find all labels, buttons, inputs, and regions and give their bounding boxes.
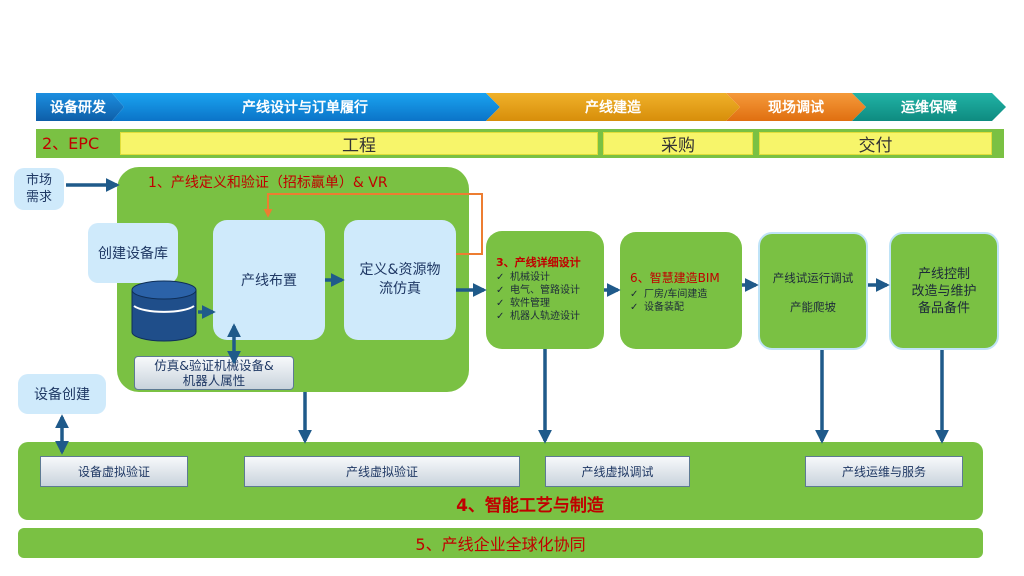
line-layout-box: 产线布置 (213, 220, 325, 340)
stage3-box: 3、产线详细设计 机械设计 电气、管路设计 软件管理 机器人轨迹设计 (486, 231, 604, 349)
virtual-device-validation: 设备虚拟验证 (40, 456, 188, 487)
simulation-box: 定义&资源物 流仿真 (344, 220, 456, 340)
epc-label: 2、EPC (42, 134, 100, 153)
phase-label-2: 产线设计与订单履行 (242, 100, 368, 116)
phase-label-4: 现场调试 (768, 100, 824, 116)
stage6-title: 6、智慧建造BIM (630, 271, 720, 285)
stage6-item: 设备装配 (628, 301, 742, 314)
phase-label-5: 运维保障 (901, 100, 957, 116)
phase-arrow-1 (36, 93, 124, 121)
phase-arrow-5 (852, 93, 1006, 121)
trial-run-box: 产线试运行调试 产能爬坡 (758, 232, 868, 350)
stage6-list: 厂房/车间建造 设备装配 (628, 288, 742, 314)
stage4-title: 4、智能工艺与制造 (456, 495, 604, 516)
stage3-item: 机器人轨迹设计 (494, 310, 604, 323)
stage3-item: 机械设计 (494, 271, 604, 284)
stage1-title: 1、产线定义和验证（招标赢单）& VR (148, 175, 388, 191)
market-demand: 市场 需求 (14, 168, 64, 210)
stage3-item: 软件管理 (494, 297, 604, 310)
stage3-list: 机械设计 电气、管路设计 软件管理 机器人轨迹设计 (494, 271, 604, 323)
stage3-item: 电气、管路设计 (494, 284, 604, 297)
epc-delivery: 交付 (759, 132, 992, 156)
stage3-title: 3、产线详细设计 (496, 256, 581, 269)
stage6-box: 6、智慧建造BIM 厂房/车间建造 设备装配 (620, 232, 742, 349)
phase-arrow-2 (112, 93, 500, 121)
device-create-box: 设备创建 (18, 374, 106, 414)
stage6-item: 厂房/车间建造 (628, 288, 742, 301)
database-icon (131, 280, 197, 342)
trial-run-line2: 产能爬坡 (790, 300, 836, 314)
create-library-box: 创建设备库 (88, 223, 178, 283)
epc-procurement: 采购 (603, 132, 753, 156)
epc-engineering: 工程 (120, 132, 598, 156)
attributes-box: 仿真&验证机械设备& 机器人属性 (134, 356, 294, 390)
line-om-service: 产线运维与服务 (805, 456, 963, 487)
phase-arrow-3 (486, 93, 740, 121)
virtual-line-commissioning: 产线虚拟调试 (545, 456, 690, 487)
stage5-bar: 5、产线企业全球化协同 (18, 528, 983, 558)
phase-label-3: 产线建造 (585, 100, 641, 116)
phase-label-1: 设备研发 (50, 100, 106, 116)
trial-run-line1: 产线试运行调试 (772, 271, 854, 285)
control-box: 产线控制 改造与维护 备品备件 (889, 232, 999, 350)
virtual-line-validation: 产线虚拟验证 (244, 456, 520, 487)
phase-arrow-4 (726, 93, 866, 121)
